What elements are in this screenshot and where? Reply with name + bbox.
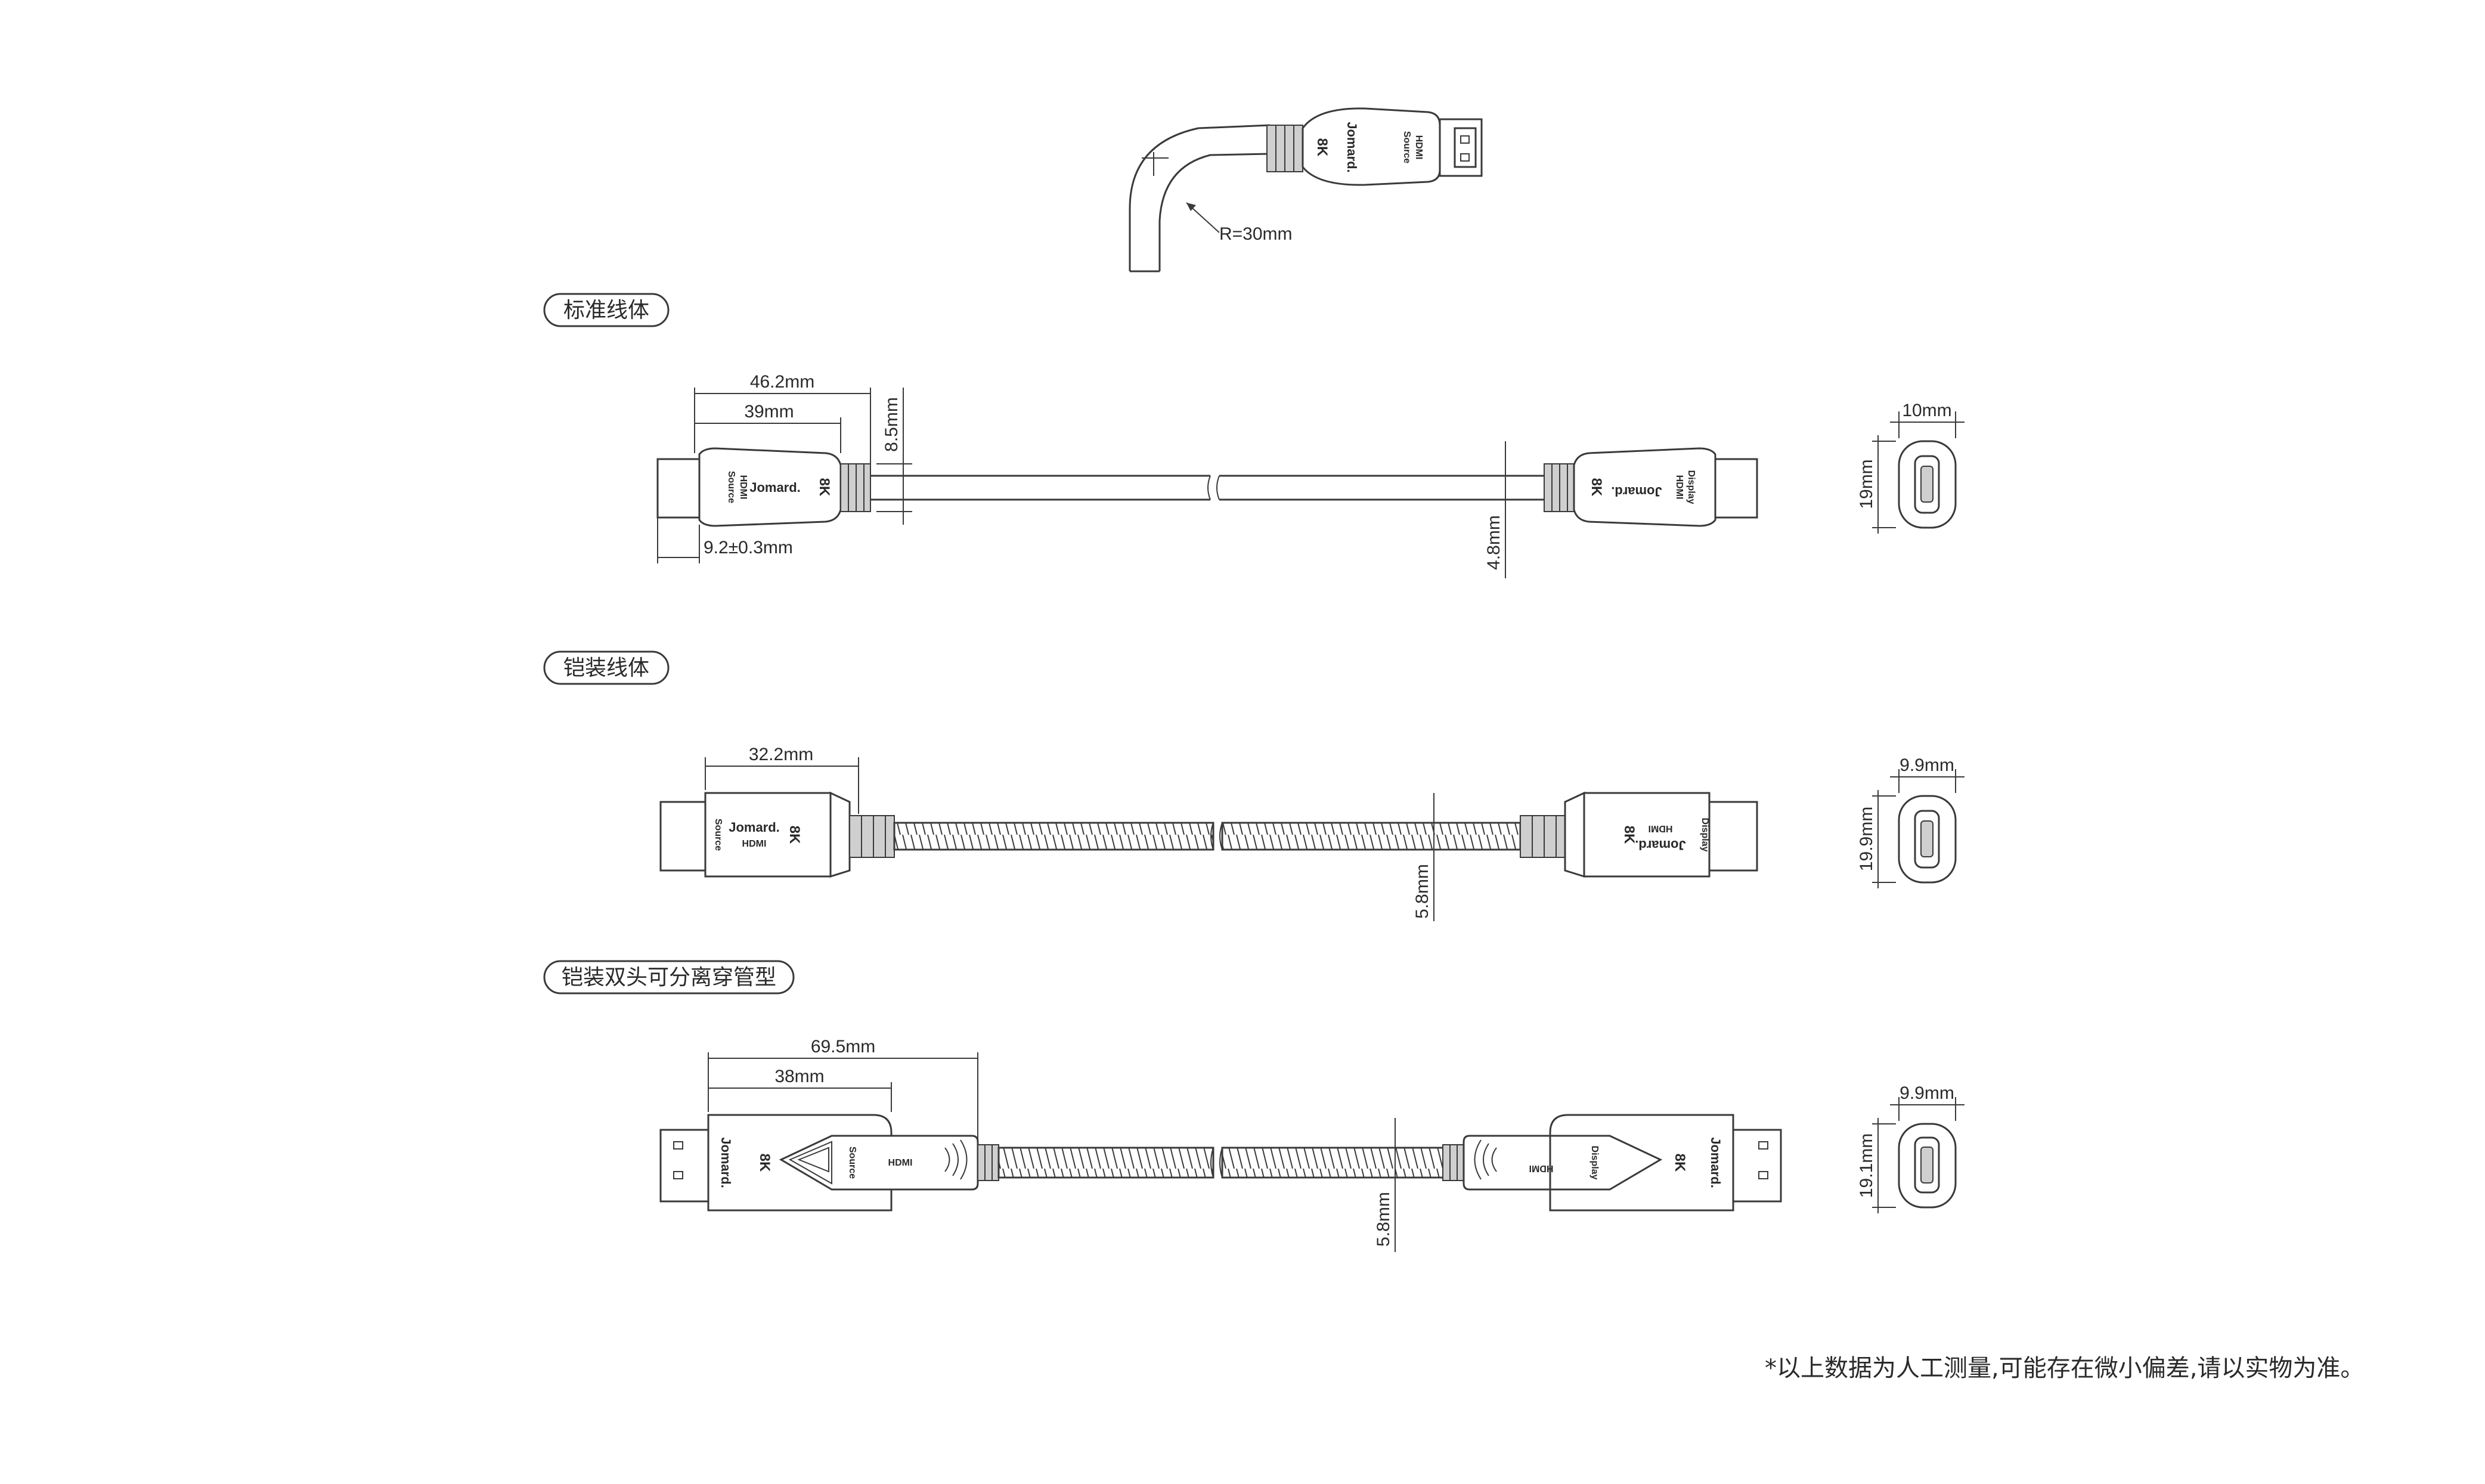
std-right-hdmi: HDMI [1674,475,1684,500]
top-source-label: Source [1402,131,1412,163]
std-left-source: Source [726,471,736,503]
std-dim-neck: 8.5mm [882,397,901,452]
std-end-height: 19mm [1857,459,1876,509]
arm-dim-body: 32.2mm [749,745,813,764]
bend-radius-view: 8K Jomard. Source HDMI R=30mm [1129,107,1483,272]
bend-radius-label: R=30mm [1219,224,1293,244]
section-detachable-cable: 铠装双头可分离穿管型 Jomard. 8K Source HDMI [543,960,1965,1252]
det-right-hdmi: HDMI [1529,1163,1554,1173]
det-dim-body: 38mm [774,1067,824,1086]
arm-right-display: Display [1700,818,1710,852]
det-end-width: 9.9mm [1900,1083,1954,1103]
std-dim-cable: 4.8mm [1484,515,1504,570]
footnote: *以上数据为人工测量,可能存在微小偏差,请以实物为准。 [1765,1355,2364,1382]
det-right-8k: 8K [1672,1154,1688,1172]
top-brand-label: Jomard. [1344,122,1359,173]
det-dim-cable: 5.8mm [1374,1192,1393,1247]
arm-end-width: 9.9mm [1900,755,1954,775]
std-end-width: 10mm [1902,401,1951,420]
det-left-brand: Jomard. [718,1137,733,1188]
section-armored-cable: 铠装线体 Source Jomard. HDMI 8K 8K HDMI Joma… [543,650,1965,921]
arm-end-height: 19.9mm [1857,807,1876,871]
std-left-hdmi: HDMI [738,475,748,500]
det-end-height: 19.1mm [1857,1133,1876,1198]
arm-left-hdmi: HDMI [742,839,767,849]
det-left-8k: 8K [757,1154,773,1172]
det-left-source: Source [847,1147,857,1179]
arm-left-brand: Jomard. [729,820,780,835]
std-dim-total: 46.2mm [750,372,814,392]
det-dim-total: 69.5mm [811,1037,875,1057]
std-dim-body: 39mm [744,402,794,422]
arm-left-8k: 8K [786,826,802,844]
section-title-detachable: 铠装双头可分离穿管型 [562,965,776,989]
section-title-standard: 标准线体 [563,298,649,322]
std-right-8k: 8K [1588,478,1604,497]
std-right-brand: Jomard. [1611,484,1662,499]
top-8k-label: 8K [1314,138,1330,157]
std-left-brand: Jomard. [749,480,801,495]
std-right-display: Display [1686,470,1696,504]
section-title-armored: 铠装线体 [563,655,649,680]
arm-dim-cable: 5.8mm [1412,864,1432,919]
top-hdmi-label: HDMI [1414,135,1424,160]
arm-right-brand: Jomard. [1635,838,1686,853]
det-right-display: Display [1589,1146,1600,1180]
std-left-8k: 8K [816,478,832,497]
arm-right-8k: 8K [1621,826,1637,844]
section-standard-cable: 标准线体 Source HDMI Jomard. 8K 8K Jomard. H… [543,293,1965,578]
det-right-brand: Jomard. [1708,1137,1723,1188]
arm-right-hdmi: HDMI [1649,823,1673,834]
det-left-hdmi: HDMI [888,1158,913,1168]
arm-left-source: Source [713,819,723,851]
std-dim-plug-width: 9.2±0.3mm [704,538,793,557]
